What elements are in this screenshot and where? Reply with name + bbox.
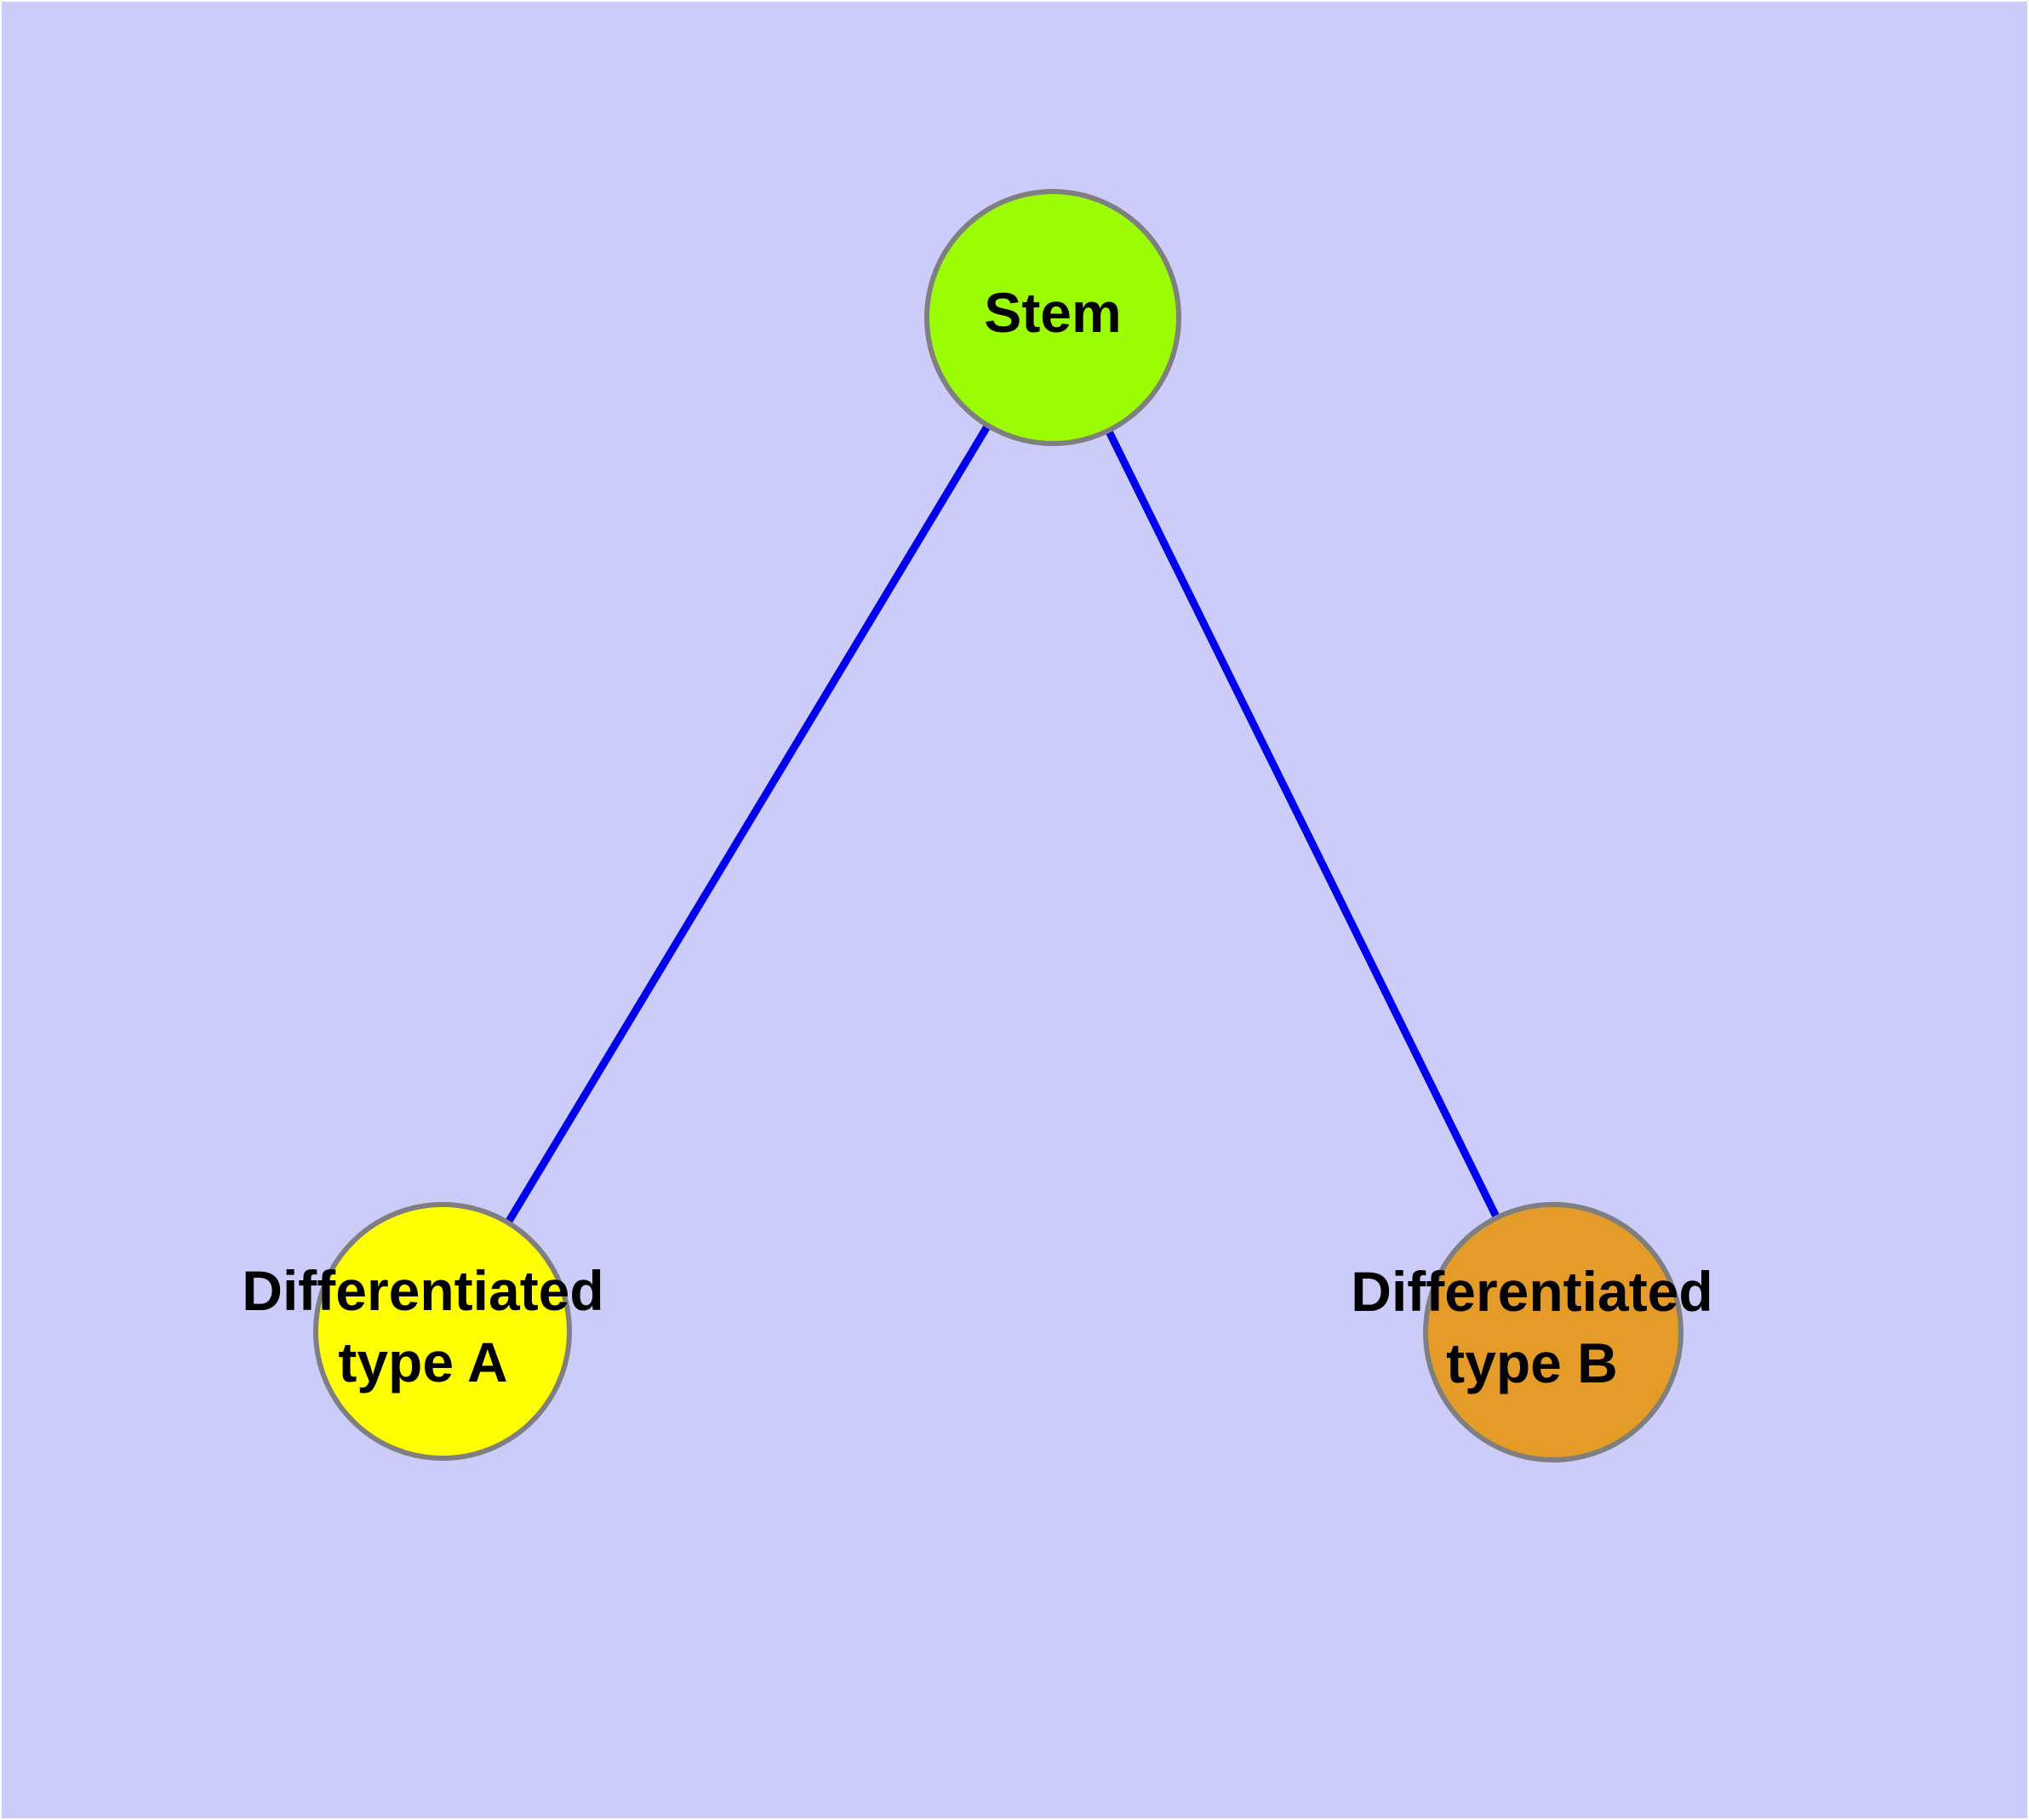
node-stem[interactable] [924,189,1181,446]
edge-stem-to-diff_b [1049,316,1557,1334]
node-label-line: Differentiated [1351,1260,1712,1323]
node-label-diff_a: Differentiated type A [242,1259,603,1394]
node-diff_a[interactable] [313,1202,572,1461]
nodes-group [313,189,1683,1462]
node-label-line: Stem [984,281,1121,344]
node-label-line: type A [338,1331,507,1394]
edge-stem-to-diff_a [439,315,1056,1334]
node-diff_b[interactable] [1423,1202,1683,1462]
node-label-stem: Stem [984,281,1121,344]
node-label-line: type B [1446,1331,1618,1394]
node-label-diff_b: Differentiated type B [1351,1260,1712,1394]
edges-group [439,315,1557,1334]
node-label-line: Differentiated [242,1259,603,1322]
